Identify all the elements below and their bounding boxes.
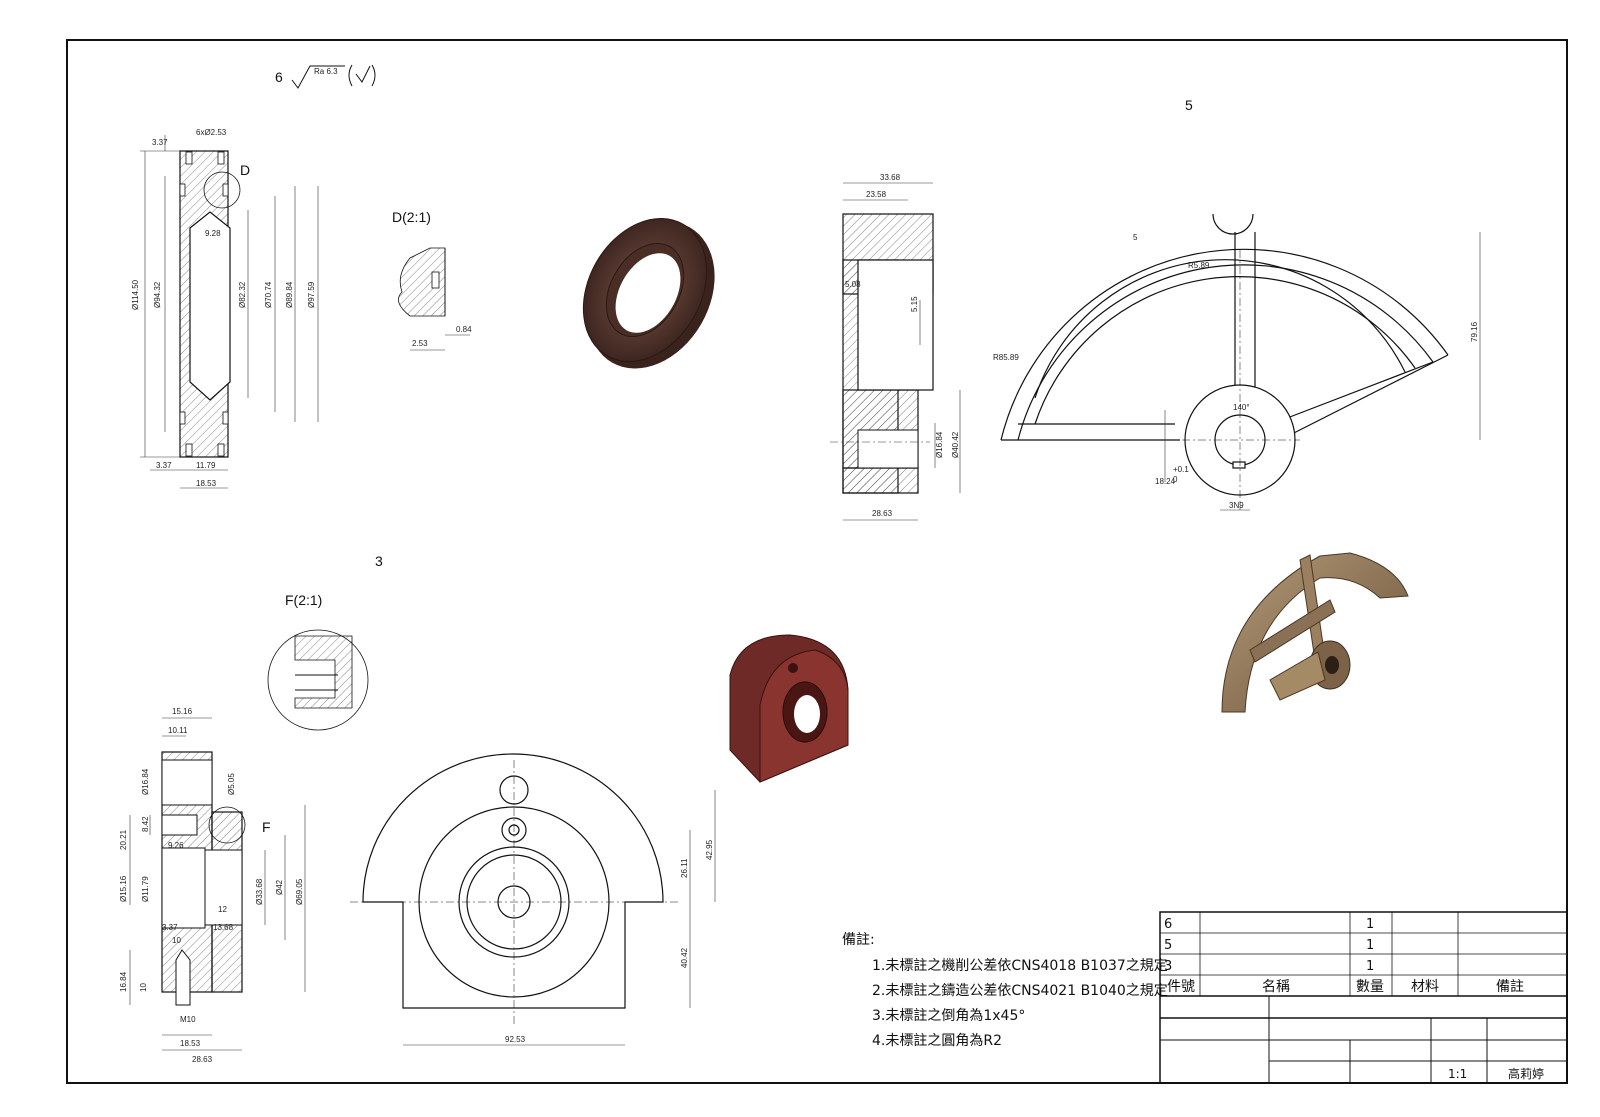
- svg-text:9.28: 9.28: [205, 229, 221, 238]
- part-label-5: 5: [1185, 97, 1193, 113]
- svg-text:8.42: 8.42: [141, 816, 150, 832]
- svg-text:Ø114.50: Ø114.50: [131, 279, 140, 310]
- svg-text:+0.1: +0.1: [1173, 465, 1189, 474]
- svg-text:92.53: 92.53: [505, 1035, 526, 1044]
- detail-marker-f: F: [262, 819, 271, 835]
- svg-text:18.53: 18.53: [196, 479, 217, 488]
- svg-text:Ø11.79: Ø11.79: [141, 876, 150, 902]
- svg-text:3.37: 3.37: [162, 923, 178, 932]
- parts-list-header: 備註: [1496, 979, 1524, 995]
- notes-block: 備註: 1.未標註之機削公差依CNS4018 B1037之規定 2.未標註之鑄造…: [842, 932, 1168, 1049]
- svg-text:28.63: 28.63: [192, 1055, 213, 1064]
- part-label-6: 6: [275, 69, 283, 85]
- svg-text:M10: M10: [180, 1015, 196, 1024]
- svg-text:13.68: 13.68: [213, 923, 234, 932]
- svg-text:79.16: 79.16: [1470, 321, 1479, 342]
- svg-text:Ø40.42: Ø40.42: [951, 431, 960, 458]
- part-5-render: [1221, 552, 1409, 713]
- svg-text:Ø82.32: Ø82.32: [238, 281, 247, 308]
- detail-marker-d: D: [240, 162, 250, 178]
- svg-text:Ø97.59: Ø97.59: [307, 281, 316, 308]
- svg-text:6xØ2.53: 6xØ2.53: [196, 128, 227, 137]
- svg-text:6: 6: [1164, 917, 1172, 932]
- svg-text:0.84: 0.84: [456, 325, 472, 334]
- svg-text:Ø33.68: Ø33.68: [255, 878, 264, 905]
- svg-text:R5.89: R5.89: [1188, 261, 1210, 270]
- svg-text:26.11: 26.11: [680, 858, 689, 878]
- note-item: 3.未標註之倒角為1x45°: [872, 1008, 1025, 1024]
- svg-text:3N9: 3N9: [1229, 501, 1244, 510]
- svg-text:1: 1: [1366, 917, 1374, 932]
- svg-text:5.08: 5.08: [845, 280, 861, 289]
- svg-text:Ø16.84: Ø16.84: [141, 768, 150, 795]
- detail-f-title: F(2:1): [285, 592, 322, 608]
- svg-text:23.58: 23.58: [866, 190, 887, 199]
- svg-text:40.42: 40.42: [680, 947, 689, 968]
- parts-list-header: 材料: [1411, 979, 1439, 995]
- svg-text:3.37: 3.37: [152, 138, 168, 147]
- svg-text:9.26: 9.26: [168, 841, 184, 850]
- part-5-side-view: 33.68 23.58 5.08 5.15 Ø16.84 Ø40.42 28.6…: [830, 173, 961, 521]
- detail-d-title: D(2:1): [392, 209, 431, 225]
- svg-text:0: 0: [1173, 475, 1178, 484]
- svg-text:20.21: 20.21: [119, 829, 128, 850]
- svg-text:10: 10: [172, 936, 181, 945]
- svg-text:Ø94.32: Ø94.32: [153, 281, 162, 308]
- part-6-section-view: 6 Ra 6.3 D: [131, 64, 376, 489]
- svg-text:10: 10: [139, 983, 148, 992]
- note-item: 4.未標註之圓角為R2: [872, 1033, 1002, 1049]
- title-block-scale: 1:1: [1448, 1067, 1467, 1081]
- svg-text:10.11: 10.11: [168, 726, 188, 735]
- parts-list-table: [1159, 911, 1568, 1084]
- svg-text:16.84: 16.84: [119, 971, 128, 992]
- note-item: 1.未標註之機削公差依CNS4018 B1037之規定: [872, 958, 1168, 974]
- detail-d-view: D(2:1) 2.53 0.84: [392, 209, 472, 351]
- part-3-front-view: [350, 753, 680, 1025]
- svg-text:Ø16.84: Ø16.84: [935, 431, 944, 458]
- part-6-render: [582, 217, 715, 369]
- svg-text:2.53: 2.53: [412, 339, 428, 348]
- svg-text:42.95: 42.95: [705, 839, 714, 860]
- part-5-front-view: [1000, 213, 1449, 510]
- parts-list-header: 數量: [1356, 979, 1384, 995]
- svg-text:18.24: 18.24: [1155, 477, 1176, 486]
- svg-text:Ø70.74: Ø70.74: [264, 281, 273, 308]
- svg-text:33.68: 33.68: [880, 173, 901, 182]
- svg-text:28.63: 28.63: [872, 509, 893, 518]
- svg-text:Ø42: Ø42: [275, 879, 284, 895]
- svg-text:15.16: 15.16: [172, 707, 193, 716]
- svg-text:5: 5: [1164, 938, 1172, 953]
- svg-text:Ø89.84: Ø89.84: [285, 281, 294, 308]
- svg-text:Ø15.16: Ø15.16: [119, 875, 128, 902]
- svg-text:1: 1: [1366, 959, 1374, 974]
- svg-text:12: 12: [218, 905, 227, 914]
- svg-text:11.79: 11.79: [196, 461, 216, 470]
- detail-f-view: F(2:1): [267, 592, 369, 731]
- title-block-author: 高莉婷: [1508, 1066, 1544, 1081]
- svg-text:1: 1: [1366, 938, 1374, 953]
- surface-finish-symbol: Ra 6.3: [291, 64, 376, 89]
- svg-text:Ra 6.3: Ra 6.3: [314, 67, 338, 76]
- svg-text:3.37: 3.37: [156, 461, 172, 470]
- note-item: 2.未標註之鑄造公差依CNS4021 B1040之規定: [872, 983, 1168, 999]
- svg-text:18.53: 18.53: [180, 1039, 201, 1048]
- svg-text:140°: 140°: [1233, 403, 1250, 412]
- parts-list-header: 名稱: [1262, 979, 1290, 995]
- svg-text:R85.89: R85.89: [993, 353, 1019, 362]
- parts-list-header: 件號: [1167, 979, 1195, 995]
- svg-text:Ø69.05: Ø69.05: [295, 878, 304, 905]
- notes-title: 備註:: [842, 932, 875, 948]
- svg-text:Ø5.05: Ø5.05: [227, 773, 236, 795]
- part-3-section-view: F 15.16 10.11 Ø16.84 Ø5.05 8.42 20.21 9.…: [119, 707, 306, 1064]
- sheet-border: [66, 39, 1568, 1084]
- part-3-render: [729, 634, 849, 783]
- svg-text:3: 3: [1164, 959, 1172, 974]
- svg-text:5: 5: [1133, 233, 1138, 242]
- svg-text:5.15: 5.15: [910, 296, 919, 312]
- part-label-3: 3: [375, 553, 383, 569]
